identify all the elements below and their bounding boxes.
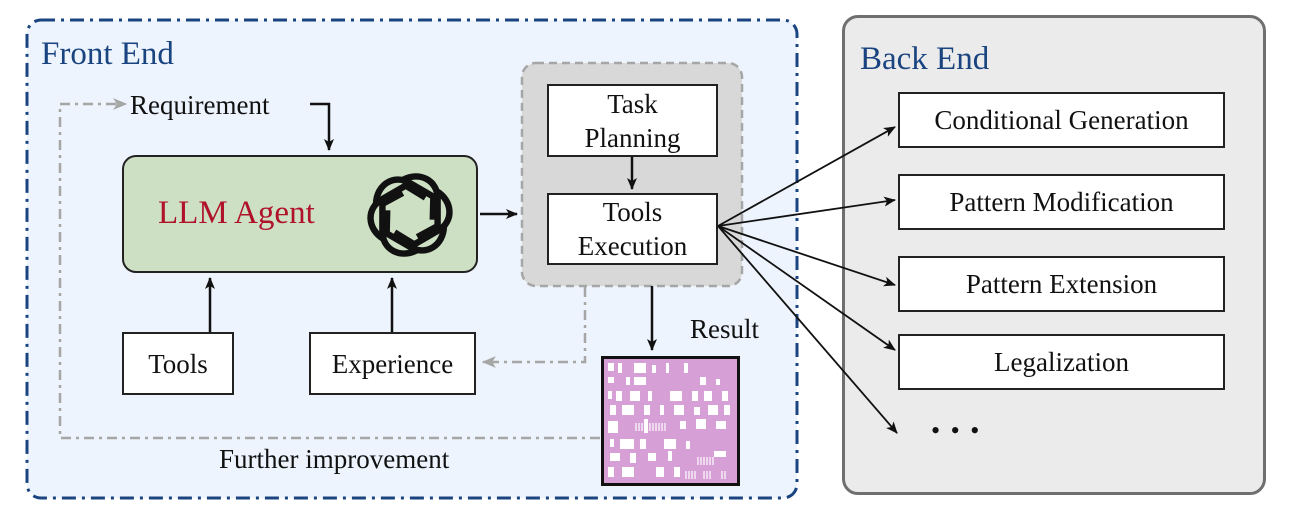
llm-agent-box: LLM Agent <box>122 155 478 273</box>
tools-label: Tools <box>148 348 208 379</box>
further-improvement-loop-arrow <box>58 98 600 440</box>
tools-execution-line1: Tools <box>602 197 663 227</box>
backend-item-label: Pattern Extension <box>965 269 1158 299</box>
backend-item-label: Pattern Modification <box>949 187 1174 217</box>
backend-item-legalization: Legalization <box>898 334 1225 390</box>
requirement-label: Requirement <box>130 90 270 120</box>
task-planning-line1: Task <box>607 88 658 119</box>
execution-group-border <box>520 61 744 288</box>
front-end-title: Front End <box>41 36 174 72</box>
arrow-to-legalization <box>717 225 896 351</box>
tools-execution-box: Tools Execution <box>547 193 718 265</box>
arrow-to-pattern-modification <box>717 196 896 227</box>
task-planning-box: Task Planning <box>547 84 718 157</box>
further-improvement-label: Further improvement <box>219 444 450 474</box>
llm-agent-label: LLM Agent <box>158 195 315 231</box>
layout-pattern-image <box>601 356 740 486</box>
requirement-arrow <box>310 102 334 151</box>
backend-item-label: Conditional Generation <box>934 105 1189 135</box>
openai-logo-icon <box>364 169 456 261</box>
front-end-border <box>25 18 799 500</box>
arrow-to-more <box>717 225 898 434</box>
backend-item-pattern-extension: Pattern Extension <box>898 256 1225 312</box>
backend-more-ellipsis: • • • <box>931 416 982 445</box>
back-end-title: Back End <box>860 41 990 77</box>
backend-item-pattern-modification: Pattern Modification <box>898 174 1225 230</box>
tools-execution-line2: Execution <box>577 231 688 261</box>
arrow-to-pattern-extension <box>717 225 896 287</box>
result-label: Result <box>690 314 760 344</box>
backend-item-label: Legalization <box>994 347 1129 377</box>
task-planning-line2: Planning <box>584 122 681 153</box>
backend-item-conditional-generation: Conditional Generation <box>898 92 1225 148</box>
experience-box: Experience <box>309 332 476 395</box>
tools-box: Tools <box>122 332 234 395</box>
arrow-to-conditional-generation <box>717 126 896 227</box>
experience-feedback-arrow <box>481 287 587 368</box>
experience-label: Experience <box>331 348 454 379</box>
layout-pattern-graphic <box>608 363 730 479</box>
